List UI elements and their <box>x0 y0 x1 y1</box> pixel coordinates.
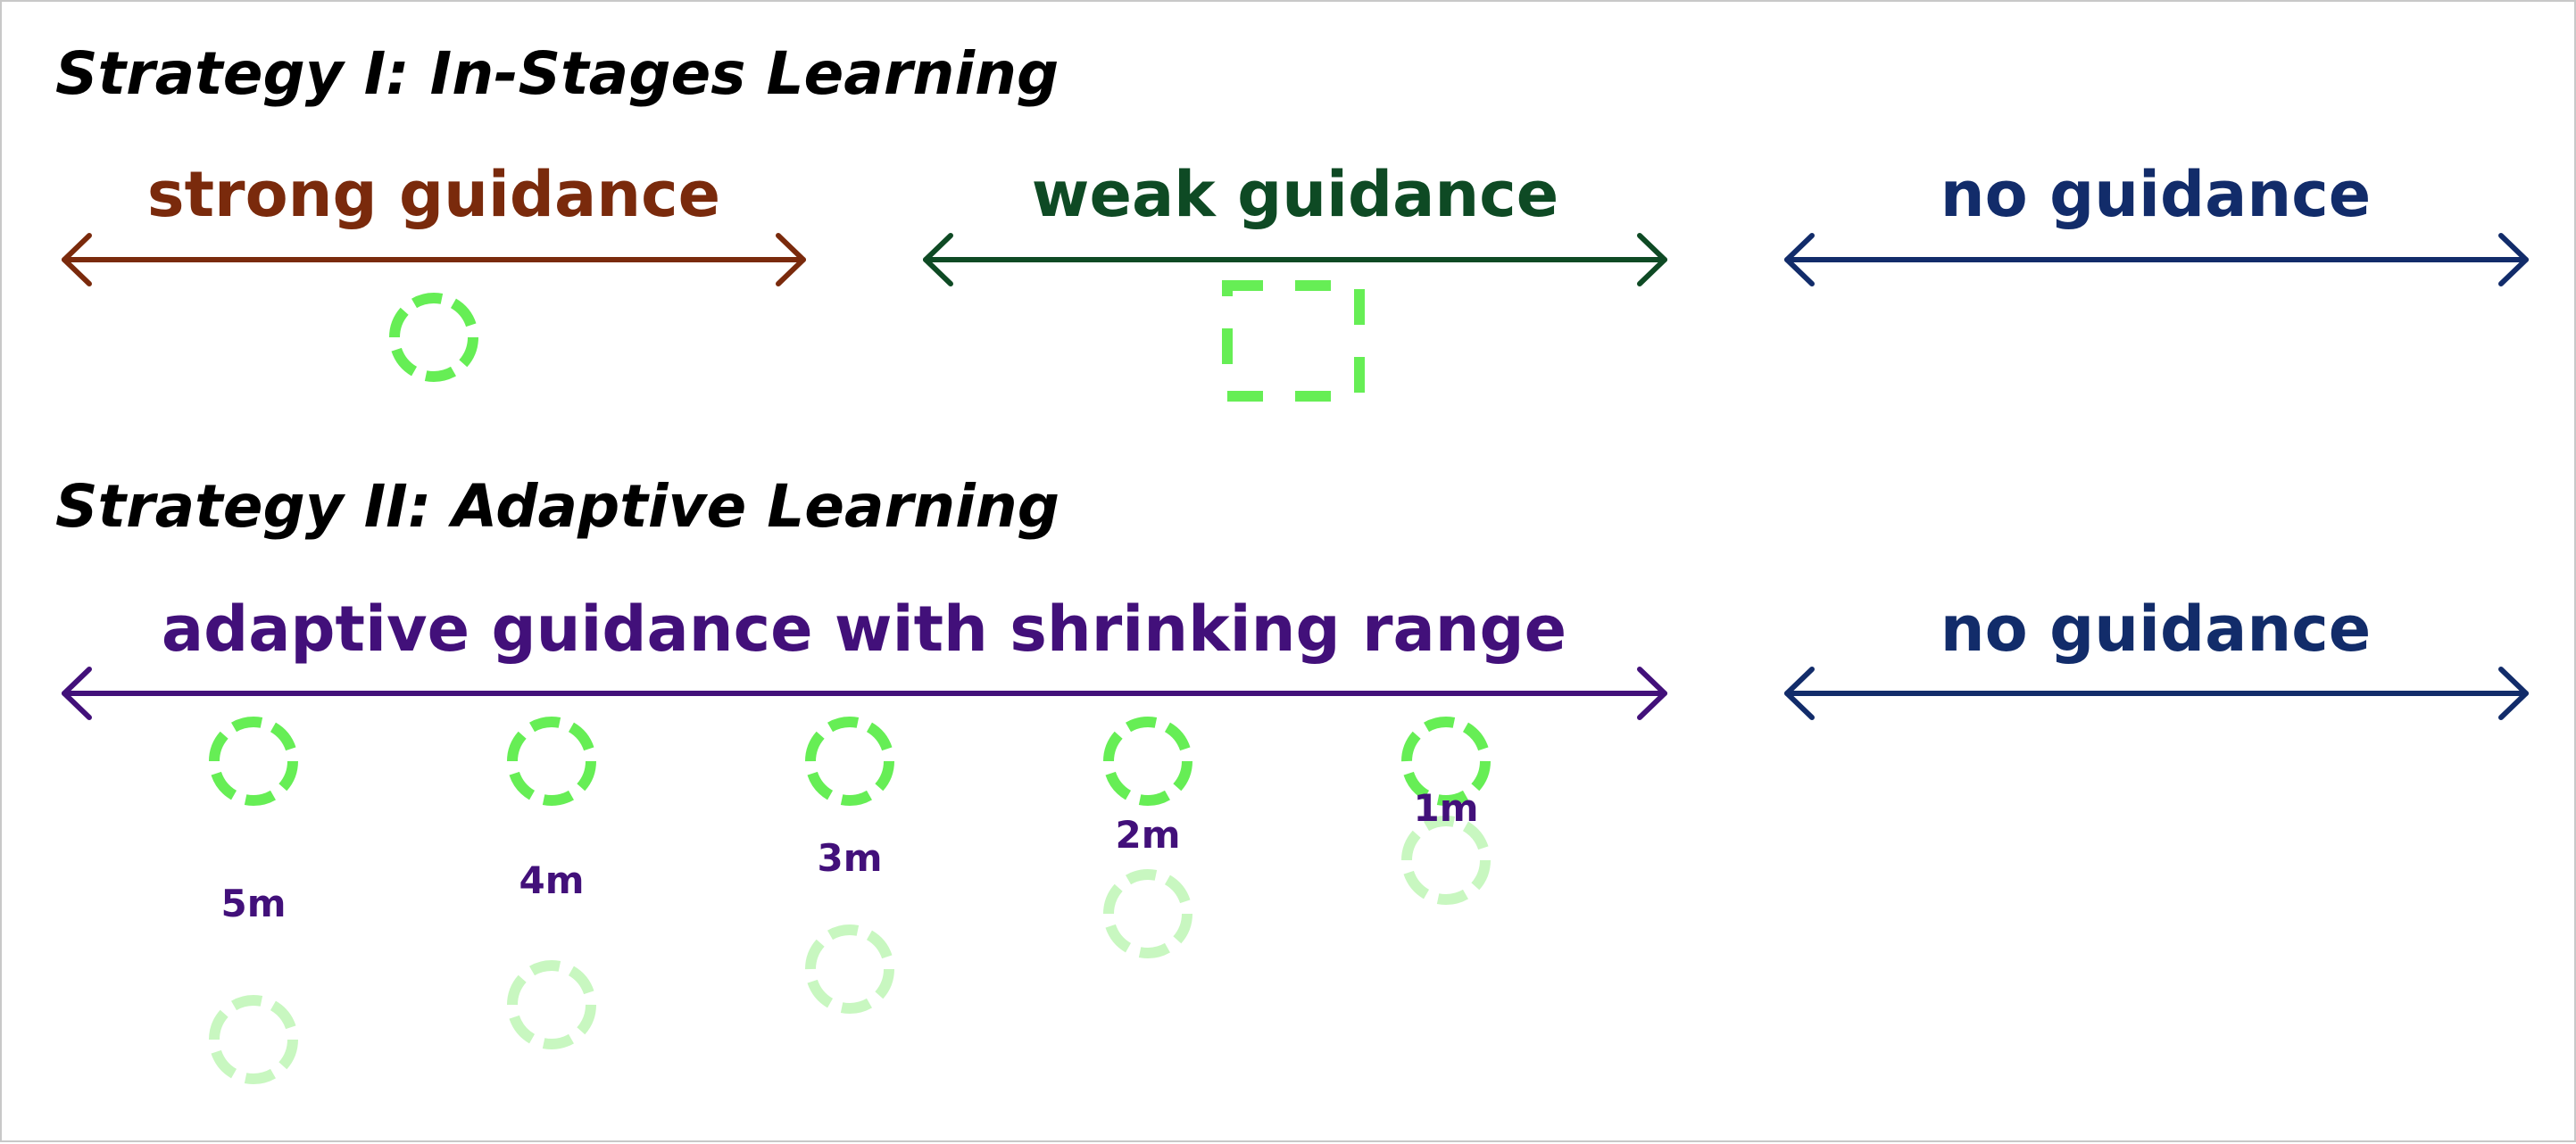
stage-adaptive-guidance-arrow <box>62 667 1667 720</box>
faded-marker <box>507 960 596 1049</box>
stage-2-no-guidance-arrow <box>1784 667 2529 720</box>
stage-no-guidance-label: no guidance <box>1940 158 2371 231</box>
range-group-2m: 2m <box>1103 717 1192 958</box>
stage-strong-guidance-label: strong guidance <box>147 158 720 231</box>
faded-marker <box>805 924 894 1014</box>
strategy-1-title: Strategy I: In-Stages Learning <box>55 39 1059 108</box>
faded-marker <box>1103 869 1192 958</box>
faded-marker <box>1401 816 1491 905</box>
range-group-4m: 4m <box>507 717 596 1049</box>
range-label: 3m <box>818 836 883 880</box>
range-group-3m: 3m <box>805 717 894 1014</box>
target-marker <box>1103 717 1192 806</box>
target-marker <box>507 717 596 806</box>
range-label: 4m <box>519 858 585 902</box>
range-label: 1m <box>1414 786 1479 830</box>
faded-marker <box>209 995 298 1084</box>
stage-2-no-guidance-label: no guidance <box>1940 593 2371 666</box>
stage-strong-guidance-arrow <box>62 233 806 286</box>
target-marker <box>1401 717 1491 806</box>
stage-weak-guidance-label: weak guidance <box>1032 158 1558 231</box>
stage-no-guidance-arrow <box>1784 233 2529 286</box>
stage-adaptive-guidance-label: adaptive guidance with shrinking range <box>162 593 1566 666</box>
target-marker <box>209 717 298 806</box>
strong-guidance-target-marker <box>389 293 478 382</box>
target-marker <box>805 717 894 806</box>
range-label: 5m <box>221 882 287 925</box>
stage-weak-guidance-arrow <box>923 233 1667 286</box>
range-label: 2m <box>1116 813 1181 857</box>
strategy-2-title: Strategy II: Adaptive Learning <box>55 472 1059 541</box>
range-group-5m: 5m <box>209 717 298 1084</box>
weak-guidance-target-box <box>1222 280 1365 402</box>
range-group-1m: 1m <box>1401 717 1491 905</box>
